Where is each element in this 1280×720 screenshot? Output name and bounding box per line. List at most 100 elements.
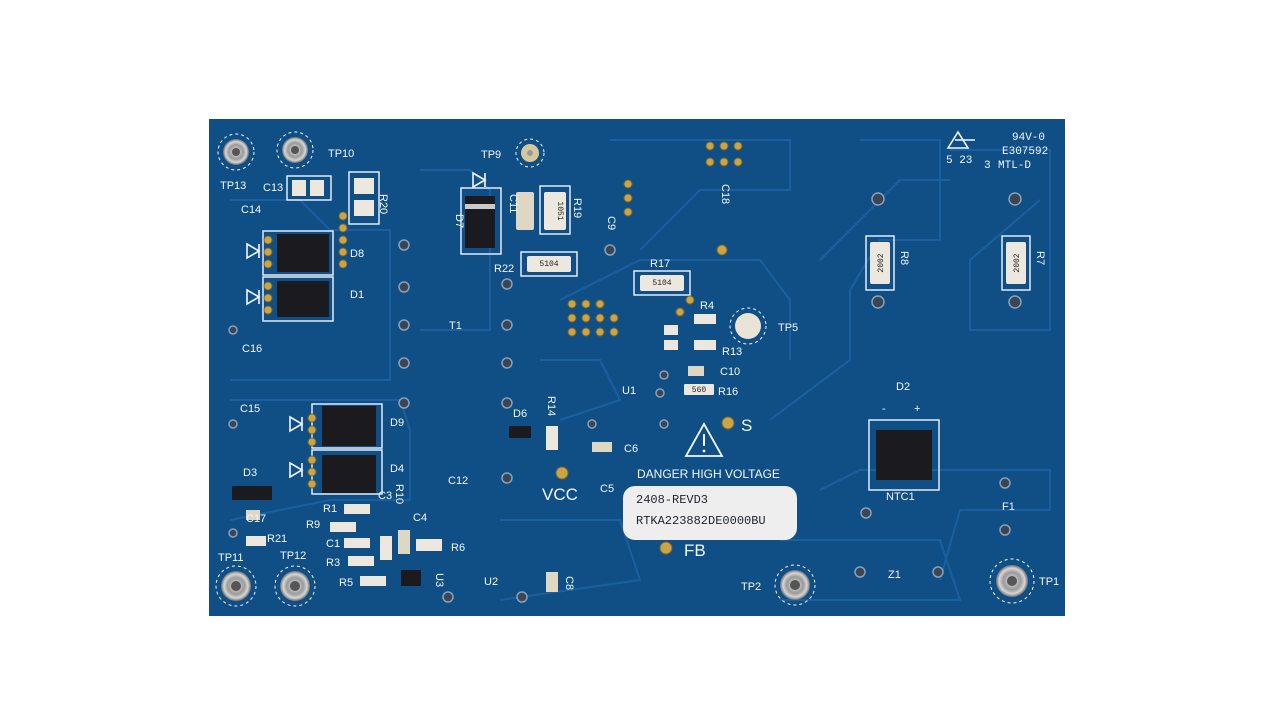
d8-label: D8 [350, 248, 364, 260]
r4-label: R4 [700, 300, 714, 312]
c12-label: C12 [448, 475, 468, 487]
r3-label: R3 [326, 557, 340, 569]
high-voltage-warning-icon [684, 422, 724, 457]
c5-label: C5 [600, 483, 614, 495]
tp9-label: TP9 [481, 149, 501, 161]
net-label-vcc: VCC [542, 485, 578, 504]
tp12-testpoint [274, 565, 316, 607]
r20-component [354, 178, 374, 194]
r8-marking: 2002 [877, 253, 886, 272]
ul-mtl: MTL-D [998, 160, 1031, 172]
d1-label: D1 [350, 289, 364, 301]
d2-bridge-component [876, 430, 932, 480]
tp1-label: TP1 [1039, 576, 1059, 588]
r22-outline [520, 251, 578, 277]
r9-component [330, 522, 356, 532]
c13-component [292, 180, 306, 196]
c6-label: C6 [624, 443, 638, 455]
tp11-label: TP11 [218, 552, 243, 564]
c1-label: C1 [326, 538, 340, 550]
d6-label: D6 [513, 408, 527, 420]
r17-label: R17 [650, 258, 670, 270]
tp11-testpoint [215, 565, 257, 607]
d4-label: D4 [390, 463, 404, 475]
tp12-label: TP12 [280, 550, 306, 562]
through-hole-pins [228, 192, 1022, 603]
r9-label: R9 [306, 519, 320, 531]
c17-component [246, 510, 260, 520]
r8-outline [865, 235, 895, 291]
r19-outline [539, 185, 571, 235]
r5-component [360, 576, 386, 586]
c17-label: C17 [246, 513, 266, 525]
r10-label: R10 [393, 484, 405, 504]
c11-label: C11 [507, 194, 519, 213]
d2-minus: - [882, 403, 886, 415]
serial-label [623, 486, 797, 540]
r22-label: R22 [494, 263, 514, 275]
c3-label: C3 [378, 490, 392, 502]
tp13-testpoint [217, 133, 255, 171]
c14-label: C14 [241, 204, 261, 216]
c9-label: C9 [605, 216, 617, 230]
u1-label: U1 [622, 385, 636, 397]
d8-diode-symbol [246, 242, 261, 260]
c4-component [398, 530, 410, 554]
r4-component [694, 314, 716, 324]
gold-pads [263, 141, 743, 555]
ul-logo-icon [946, 130, 975, 149]
tp9-testpoint [515, 138, 545, 168]
r1-component [344, 504, 370, 514]
c13-outline [286, 175, 332, 201]
r8-label: R8 [898, 251, 910, 265]
u3-component [401, 570, 421, 586]
label-line1: 2408-REVD3 [636, 493, 708, 507]
c11-component [516, 192, 534, 230]
r10-component [380, 536, 392, 560]
d7-outline [460, 187, 502, 255]
c15-label: C15 [240, 403, 260, 415]
d1-diode-symbol [246, 288, 261, 306]
r19-component [544, 192, 566, 230]
r14-label: R14 [545, 396, 557, 416]
copper-traces [229, 139, 1051, 601]
d8-outline [262, 230, 334, 276]
f1-label: F1 [1002, 501, 1015, 513]
r17-component [640, 275, 684, 291]
r19-marking: 1051 [555, 201, 564, 220]
d7-diode-symbol [472, 171, 487, 189]
r6-label: R6 [451, 542, 465, 554]
tp5-testpoint [729, 307, 767, 345]
tp5-label: TP5 [778, 322, 798, 334]
r16-component [684, 384, 714, 395]
r13-component [694, 340, 716, 350]
d3-label: D3 [243, 467, 257, 479]
ntc1-label: NTC1 [886, 491, 915, 503]
d7-label: D7 [453, 214, 465, 228]
tp10-label: TP10 [328, 148, 354, 160]
d6-component [509, 426, 531, 438]
r19-label: R19 [571, 198, 583, 218]
d4-component [322, 455, 376, 493]
d1-component [277, 281, 329, 317]
ul-file: E307592 [1002, 146, 1048, 158]
d9-diode-symbol [289, 415, 304, 433]
d1-outline [262, 276, 334, 322]
ul-date-suffix: 3 [984, 160, 991, 172]
c8-label: C8 [563, 576, 575, 590]
d2-outline [868, 419, 940, 491]
c18-label: C18 [719, 184, 731, 204]
r22-marking: 5104 [539, 260, 558, 269]
tp13-label: TP13 [220, 180, 246, 192]
tp2-label: TP2 [741, 581, 761, 593]
r6-component [416, 539, 442, 551]
r21-component [246, 536, 266, 546]
c10-component [688, 366, 704, 376]
label-line2: RTKA223882DE0000BU [636, 514, 766, 528]
net-label-s: S [741, 416, 752, 435]
d3-component [232, 486, 272, 500]
d4-diode-symbol [289, 461, 304, 479]
c8-component [546, 572, 558, 592]
r17-marking: 5104 [652, 279, 671, 288]
